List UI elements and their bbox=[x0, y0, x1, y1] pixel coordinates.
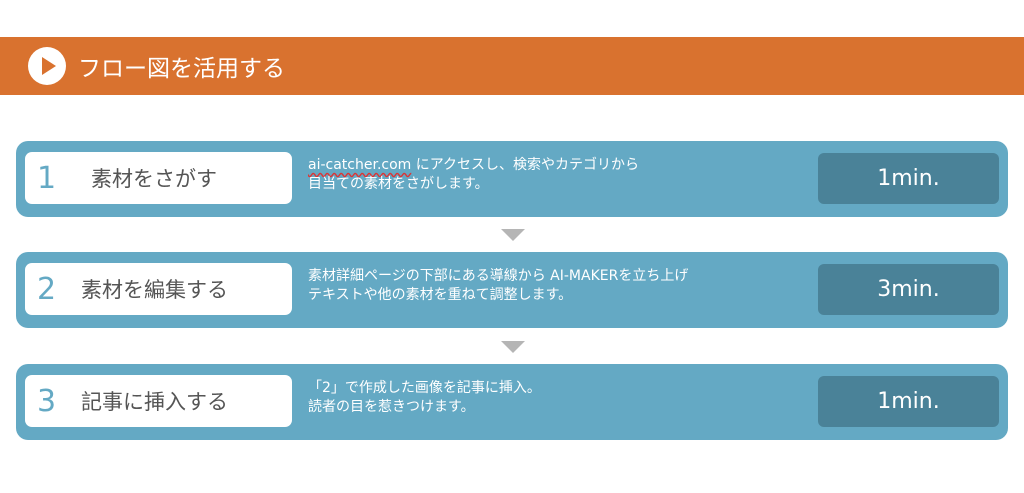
desc-line: 「2」で作成した画像を記事に挿入。 bbox=[308, 380, 541, 396]
step-label: 3 記事に挿入する bbox=[25, 375, 292, 427]
step-number: 2 bbox=[37, 271, 57, 307]
step-title: 素材を編集する bbox=[81, 278, 228, 302]
step-title: 記事に挿入する bbox=[81, 390, 228, 414]
step-description: ai-catcher.com にアクセスし、検索やカテゴリから 目当ての素材をさ… bbox=[308, 156, 639, 194]
step-number: 1 bbox=[37, 160, 57, 196]
desc-line: 素材詳細ページの下部にある導線から AI-MAKERを立ち上げ bbox=[308, 268, 689, 284]
step-time: 1min. bbox=[818, 376, 999, 427]
step-number: 3 bbox=[37, 383, 57, 419]
step-label: 1 素材をさがす bbox=[25, 152, 292, 204]
section-title: フロー図を活用する bbox=[78, 56, 285, 82]
desc-line: にアクセスし、検索やカテゴリから bbox=[411, 157, 640, 173]
section-header: フロー図を活用する bbox=[0, 37, 1024, 95]
site-link[interactable]: ai-catcher.com bbox=[308, 157, 412, 173]
desc-line: 読者の目を惹きつけます。 bbox=[308, 399, 475, 415]
desc-line: 目当ての素材をさがします。 bbox=[308, 176, 489, 192]
step-card-3: 3 記事に挿入する 「2」で作成した画像を記事に挿入。 読者の目を惹きつけます。… bbox=[16, 364, 1008, 440]
step-time: 1min. bbox=[818, 153, 999, 204]
down-arrow-icon bbox=[501, 229, 525, 241]
step-card-1: 1 素材をさがす ai-catcher.com にアクセスし、検索やカテゴリから… bbox=[16, 141, 1008, 217]
step-label: 2 素材を編集する bbox=[25, 263, 292, 315]
step-card-2: 2 素材を編集する 素材詳細ページの下部にある導線から AI-MAKERを立ち上… bbox=[16, 252, 1008, 328]
step-time: 3min. bbox=[818, 264, 999, 315]
desc-line: テキストや他の素材を重ねて調整します。 bbox=[308, 287, 573, 303]
play-icon bbox=[28, 47, 66, 85]
step-description: 素材詳細ページの下部にある導線から AI-MAKERを立ち上げ テキストや他の素… bbox=[308, 267, 688, 305]
down-arrow-icon bbox=[501, 341, 525, 353]
step-description: 「2」で作成した画像を記事に挿入。 読者の目を惹きつけます。 bbox=[308, 379, 541, 417]
step-title: 素材をさがす bbox=[91, 167, 217, 191]
